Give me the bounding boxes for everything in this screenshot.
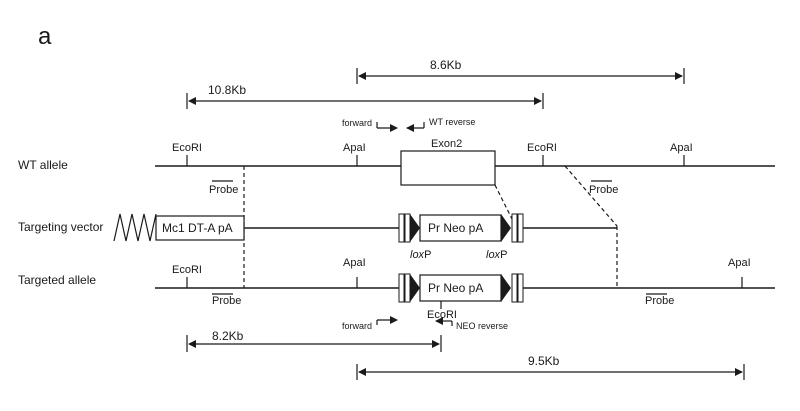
tg-frt-box-2b <box>517 273 524 303</box>
tg-frt-box-1a <box>398 273 405 303</box>
homology-right-dash-upper <box>564 165 618 227</box>
exon2-label: Exon2 <box>431 138 462 150</box>
tg-apai-site-1: ApaI <box>343 257 366 288</box>
wt-ecori-site-2-label: EcoRI <box>527 142 557 154</box>
wt-ecori-site-1-label: EcoRI <box>172 142 202 154</box>
fragment-tg-apai-label: 9.5Kb <box>528 354 560 368</box>
loxp-label-1: loxP <box>410 249 431 261</box>
tg-loxp-triangle-1 <box>410 274 420 302</box>
wt-probe-right-label: Probe <box>589 184 618 196</box>
vector-neo-label: Pr Neo pA <box>428 221 483 235</box>
fragment-wt-apai: 8.6Kb <box>356 58 685 84</box>
wt-apai-site-1: ApaI <box>343 142 366 166</box>
wt-probe-right: Probe <box>589 180 618 196</box>
tg-apai-site-2: ApaI <box>728 257 751 288</box>
vector-frt-box-2b <box>517 213 524 243</box>
tg-probe-left: Probe <box>212 293 241 307</box>
tg-ecori-site-1-label: EcoRI <box>172 264 202 276</box>
fragment-wt-apai-label: 8.6Kb <box>430 58 462 72</box>
wt-apai-site-1-label: ApaI <box>343 142 366 154</box>
loxp-label-2: loxP <box>486 249 507 261</box>
vector-backbone-zigzag <box>113 213 157 242</box>
row-label-targeted: Targeted allele <box>18 273 96 287</box>
row-label-vector: Targeting vector <box>18 220 103 234</box>
exon2-box <box>400 150 496 186</box>
vector-loxp-triangle-1 <box>410 214 420 242</box>
tg-frt-box-2a <box>511 273 518 303</box>
vector-loxp-triangle-2 <box>501 214 511 242</box>
wt-probe-left-label: Probe <box>209 184 238 196</box>
vector-frt-box-2a <box>511 213 518 243</box>
loxp-label-1-italic: lox <box>410 249 425 261</box>
tg-probe-right: Probe <box>645 293 674 307</box>
tg-neo-label: Pr Neo pA <box>428 281 483 295</box>
tg-probe-right-label: Probe <box>645 295 674 307</box>
tg-ecori-site-2-label: EcoRI <box>427 309 457 321</box>
row-label-wt: WT allele <box>18 158 68 172</box>
fragment-tg-ecori: 8.2Kb <box>186 329 442 352</box>
loxp-label-2-italic: lox <box>486 249 501 261</box>
tg-probe-left-label: Probe <box>212 295 241 307</box>
fragment-wt-ecori-label: 10.8Kb <box>208 83 246 97</box>
primer-wt-reverse-label: WT reverse <box>429 117 475 127</box>
primer-forward-wt-label: forward <box>342 118 372 128</box>
tg-apai-site-1-label: ApaI <box>343 257 366 269</box>
vector-neo-box <box>419 214 502 242</box>
loxp-label-2-suffix: P <box>500 249 507 261</box>
primer-forward-tg: forward <box>342 316 398 331</box>
panel-label: a <box>38 23 52 50</box>
tg-loxp-triangle-2 <box>501 274 511 302</box>
wt-apai-site-2: ApaI <box>670 142 693 166</box>
wt-probe-left: Probe <box>209 180 238 196</box>
dta-cassette-label: Mc1 DT-A pA <box>162 221 233 235</box>
wt-apai-site-2-label: ApaI <box>670 142 693 154</box>
tg-frt-box-1b <box>404 273 411 303</box>
primer-neo-reverse-label: NEO reverse <box>456 321 508 331</box>
fragment-tg-apai: 9.5Kb <box>356 354 745 380</box>
tg-apai-site-2-label: ApaI <box>728 257 751 269</box>
vector-frt-box-1b <box>404 213 411 243</box>
primer-neo-reverse: NEO reverse <box>435 317 508 331</box>
fragment-wt-ecori: 10.8Kb <box>186 83 544 109</box>
fragment-tg-ecori-label: 8.2Kb <box>212 329 244 343</box>
vector-frt-box-1a <box>398 213 405 243</box>
primer-forward-tg-label: forward <box>342 321 372 331</box>
tg-ecori-site-1: EcoRI <box>172 264 202 288</box>
loxp-label-1-suffix: P <box>424 249 431 261</box>
primer-forward-wt: forward <box>342 118 398 132</box>
wt-ecori-site-1: EcoRI <box>172 142 202 166</box>
wt-ecori-site-2: EcoRI <box>527 142 557 166</box>
primer-wt-reverse: WT reverse <box>406 117 475 132</box>
tg-ecori-site-2: EcoRI <box>427 301 457 321</box>
